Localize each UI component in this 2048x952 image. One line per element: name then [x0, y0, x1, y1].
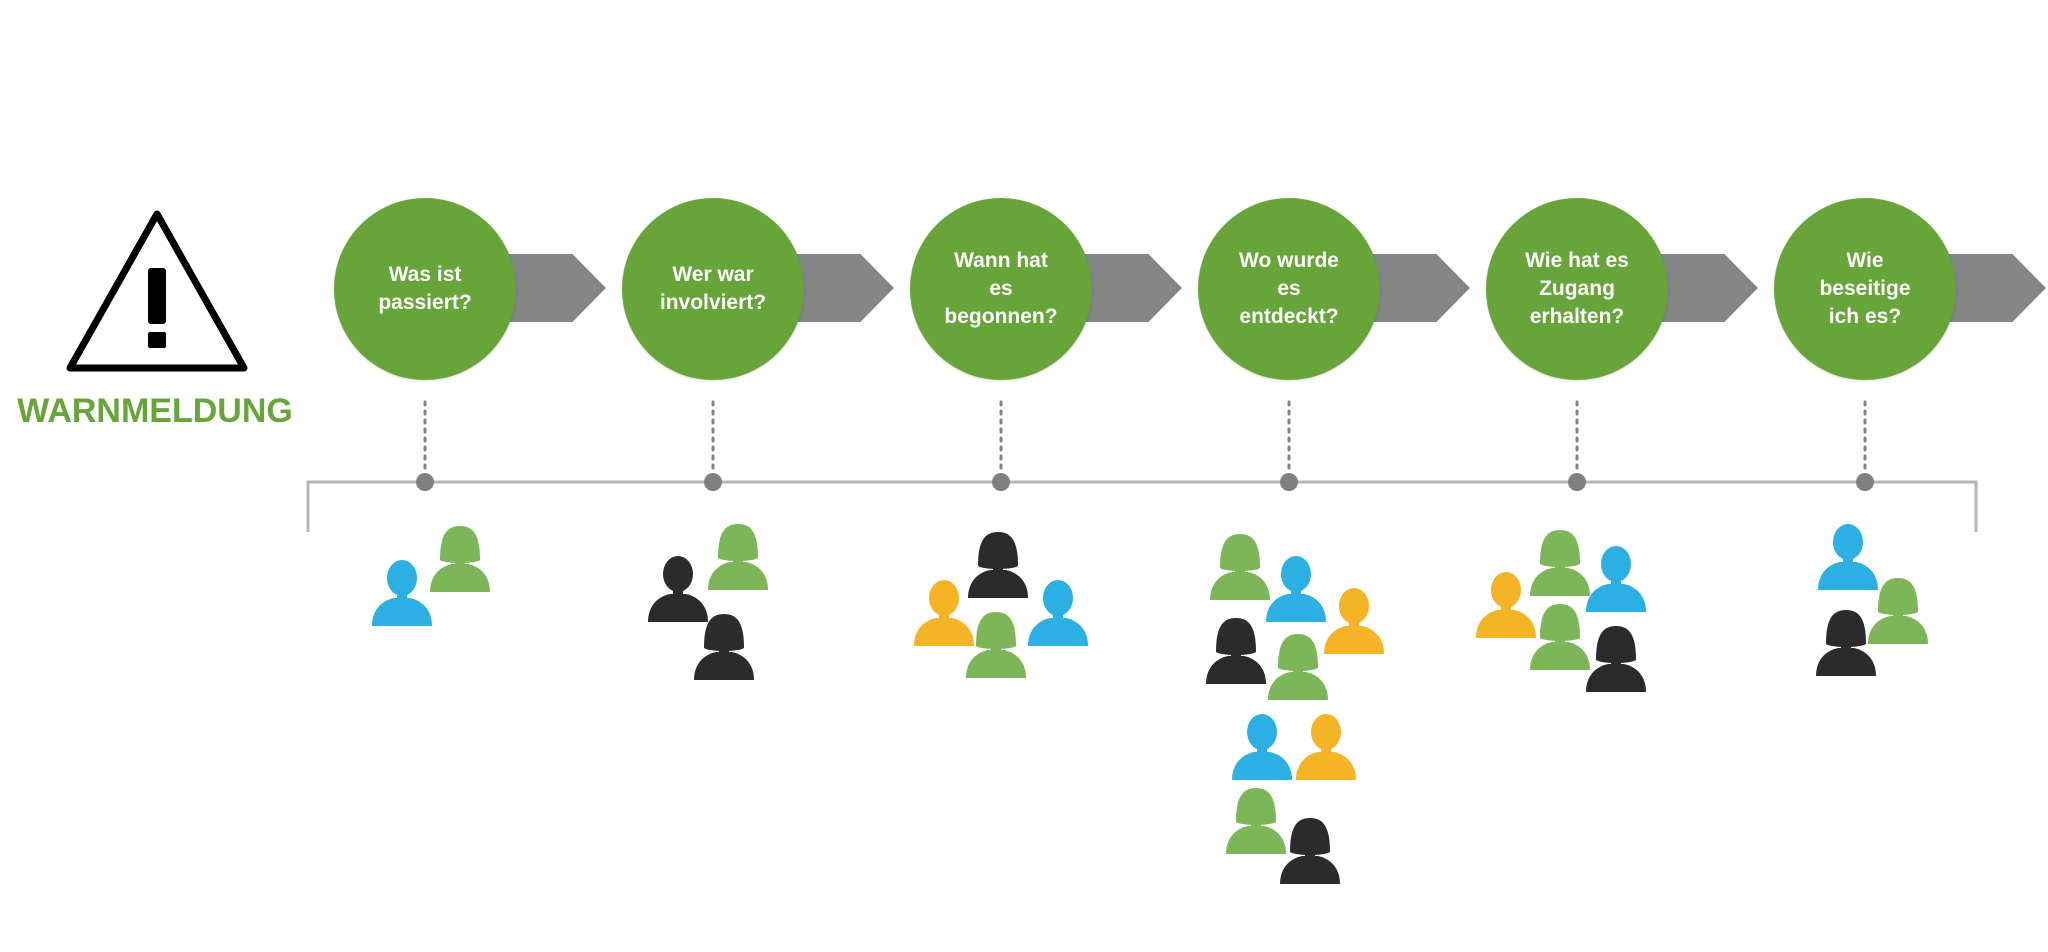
step-circle: Was ist passiert? [334, 198, 516, 380]
person-male-icon [1586, 546, 1646, 612]
step-question: Wer war involviert? [659, 263, 767, 314]
person-male-icon [1232, 714, 1292, 780]
step-question: Was ist passiert? [378, 263, 472, 314]
timeline-dot [992, 473, 1010, 491]
step-4: Wo wurde es entdeckt? [1198, 198, 1470, 383]
person-male-icon [1028, 580, 1088, 646]
person-female-icon [1530, 604, 1590, 670]
person-female-icon [1530, 530, 1590, 596]
person-male-icon [1818, 524, 1878, 590]
step-circle: Wann hat es begonnen? [910, 198, 1092, 380]
person-male-icon [1324, 588, 1384, 654]
timeline-dot [1568, 473, 1586, 491]
person-male-icon [1266, 556, 1326, 622]
step-2: Wer war involviert? [622, 198, 894, 383]
timeline-dot [1856, 473, 1874, 491]
step-question: Wo wurde es entdeckt? [1239, 249, 1339, 328]
person-female-icon [1280, 818, 1340, 884]
person-female-icon [968, 532, 1028, 598]
timeline-dot [704, 473, 722, 491]
timeline-dot [1280, 473, 1298, 491]
person-female-icon [1586, 626, 1646, 692]
person-male-icon [648, 556, 708, 622]
person-female-icon [694, 614, 754, 680]
person-male-icon [372, 560, 432, 626]
person-male-icon [914, 580, 974, 646]
step-circle: Wie beseitige ich es? [1774, 198, 1956, 380]
person-female-icon [430, 526, 490, 592]
step-1: Was ist passiert? [334, 198, 606, 383]
alert-label: WARNMELDUNG [17, 392, 293, 430]
person-female-icon [1206, 618, 1266, 684]
step-question: Wann hat es begonnen? [944, 249, 1058, 328]
person-female-icon [708, 524, 768, 590]
person-male-icon [1296, 714, 1356, 780]
step-3: Wann hat es begonnen? [910, 198, 1182, 383]
step-circle: Wie hat es Zugang erhalten? [1486, 198, 1668, 380]
person-female-icon [1816, 610, 1876, 676]
person-female-icon [1210, 534, 1270, 600]
step-5: Wie hat es Zugang erhalten? [1486, 198, 1758, 383]
warning-triangle-icon [66, 210, 248, 372]
person-female-icon [1226, 788, 1286, 854]
timeline-bracket [306, 480, 1978, 532]
timeline-dot [416, 473, 434, 491]
step-6: Wie beseitige ich es? [1774, 198, 2046, 383]
step-circle: Wo wurde es entdeckt? [1198, 198, 1380, 380]
person-female-icon [966, 612, 1026, 678]
person-female-icon [1268, 634, 1328, 700]
person-male-icon [1476, 572, 1536, 638]
step-question: Wie beseitige ich es? [1819, 249, 1911, 328]
step-question: Wie hat es Zugang erhalten? [1525, 249, 1629, 328]
person-female-icon [1868, 578, 1928, 644]
step-circle: Wer war involviert? [622, 198, 804, 380]
